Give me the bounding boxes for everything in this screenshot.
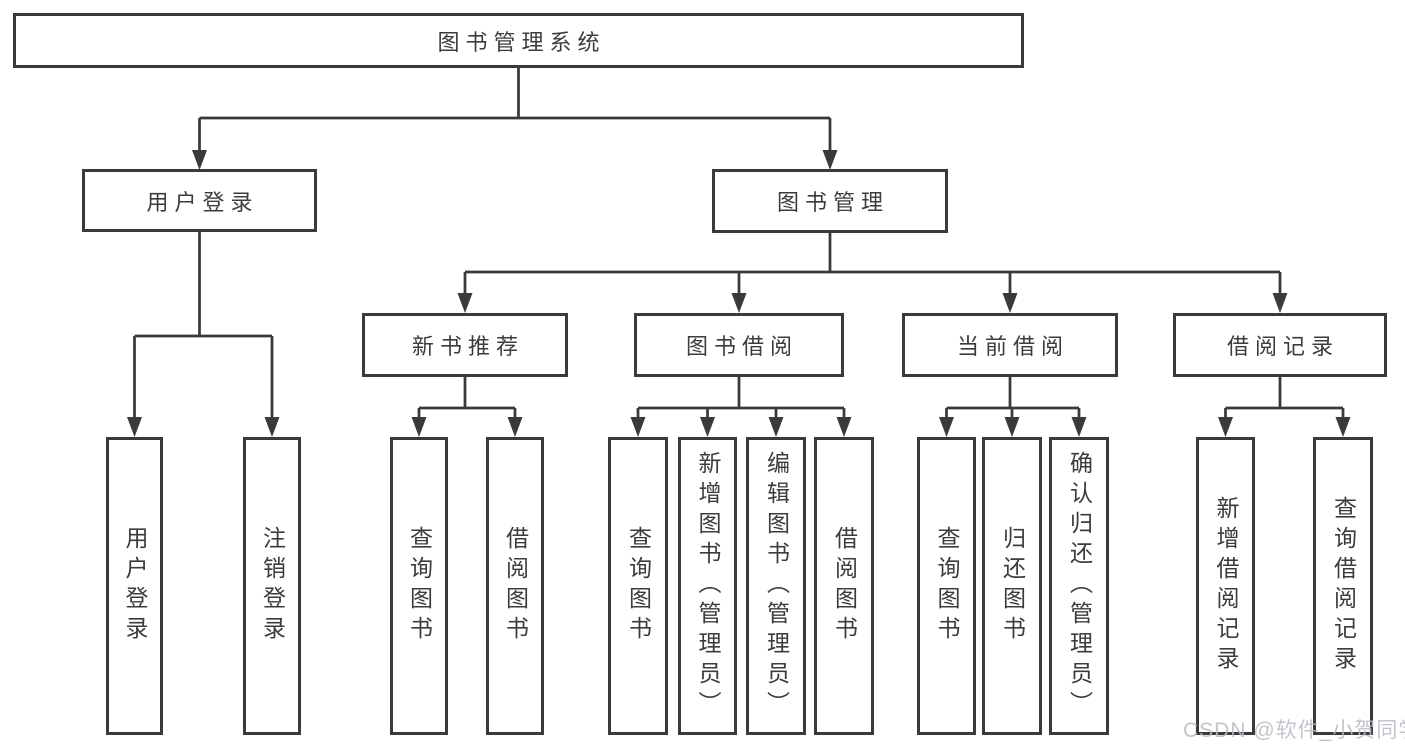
node-library-management-system: 图书管理系统 [13, 13, 1024, 68]
arrowhead [1002, 293, 1018, 313]
node-user-login: 用户登录 [82, 169, 317, 232]
arrowhead [127, 417, 142, 437]
node-book-borrowing: 图书借阅 [634, 313, 844, 377]
node-label: 查询借阅记录 [1330, 496, 1357, 676]
arrowhead [1004, 417, 1020, 437]
arrowhead [768, 417, 784, 437]
arrowhead [1335, 417, 1351, 437]
leaf-return-books: 归还图书 [982, 437, 1042, 735]
node-label: 借阅记录 [1226, 334, 1339, 359]
node-label: 注销登录 [259, 526, 286, 646]
leaf-logout: 注销登录 [243, 437, 301, 735]
node-label: 借阅图书 [502, 526, 529, 646]
arrowhead [1218, 417, 1233, 437]
arrowhead [1272, 293, 1288, 313]
node-label: 新增借阅记录 [1213, 496, 1239, 676]
node-borrowing-records: 借阅记录 [1173, 313, 1387, 377]
arrowhead [1071, 417, 1087, 437]
node-label: 查询图书 [625, 526, 652, 646]
leaf-edit-books-admin: 编辑图书（管理员） [746, 437, 806, 735]
leaf-borrow-books-2: 借阅图书 [814, 437, 874, 735]
connector-user-login-to-leaves [127, 232, 280, 437]
node-label: 图书管理 [776, 190, 889, 215]
leaf-confirm-return-admin: 确认归还（管理员） [1049, 437, 1109, 735]
node-label: 编辑图书（管理员） [763, 451, 790, 721]
connector-borrow-record-to-leaves [1218, 377, 1351, 437]
node-new-book-recommendation: 新书推荐 [362, 313, 568, 377]
node-label: 归还图书 [999, 526, 1026, 646]
arrowhead [507, 417, 523, 437]
arrowhead [836, 417, 852, 437]
connector-current-borrow-to-leaves [939, 377, 1087, 437]
csdn-watermark: CSDN @软件_小贺同学 [1183, 719, 1405, 742]
node-current-borrowing: 当前借阅 [902, 313, 1118, 377]
leaf-user-login: 用户登录 [106, 437, 163, 735]
connector-book-management-to-level3 [457, 233, 1288, 313]
node-label: 查询图书 [406, 526, 433, 646]
node-label: 图书借阅 [685, 334, 798, 359]
node-book-management: 图书管理 [712, 169, 948, 233]
connector-book-borrow-to-leaves [630, 377, 852, 437]
arrowhead [192, 150, 207, 170]
leaf-add-borrow-record: 新增借阅记录 [1196, 437, 1255, 735]
node-label: 用户登录 [146, 189, 259, 215]
arrowhead [822, 150, 838, 170]
leaf-query-books-1: 查询图书 [390, 437, 448, 735]
leaf-borrow-books-1: 借阅图书 [486, 437, 544, 735]
arrowhead [411, 417, 427, 437]
node-label: 借阅图书 [831, 526, 858, 646]
node-label: 用户登录 [122, 526, 148, 646]
node-label: 查询图书 [934, 526, 960, 646]
leaf-query-books-3: 查询图书 [917, 437, 976, 735]
arrowhead [939, 417, 954, 437]
leaf-add-books-admin: 新增图书（管理员） [678, 437, 737, 735]
node-label: 确认归还（管理员） [1066, 451, 1093, 721]
arrowhead [457, 293, 473, 313]
leaf-query-borrow-record: 查询借阅记录 [1313, 437, 1373, 735]
arrowhead [630, 417, 646, 437]
connector-new-book-rec-to-leaves [411, 377, 523, 437]
connector-root-to-level2 [192, 68, 838, 170]
leaf-query-books-2: 查询图书 [608, 437, 668, 735]
node-label: 新增图书（管理员） [695, 451, 721, 721]
arrowhead [700, 417, 715, 437]
node-label: 图书管理系统 [437, 29, 606, 55]
arrowhead [264, 417, 280, 437]
node-label: 当前借阅 [956, 334, 1069, 359]
arrowhead [731, 293, 747, 313]
node-label: 新书推荐 [411, 334, 524, 359]
